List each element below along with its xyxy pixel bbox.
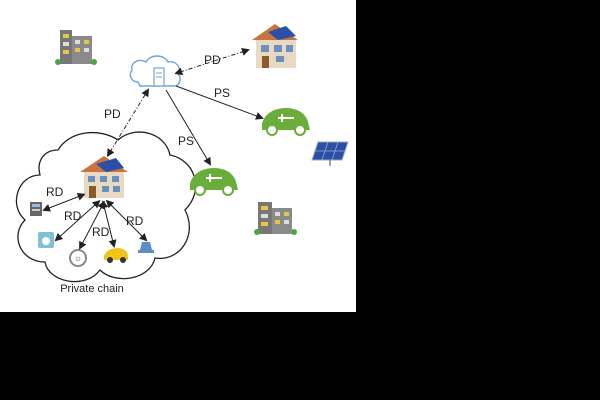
diagram-canvas: ⏻ PD PD PS PS RD RD RD RD Private chain [0, 0, 356, 312]
label-rd-washer: RD [64, 209, 82, 223]
label-rd-meter: RD [46, 185, 64, 199]
link-cloud-house-top [174, 48, 250, 76]
smart-meter-icon [30, 202, 42, 216]
cloud-server-icon [129, 55, 181, 87]
link-rd-timer [79, 200, 105, 250]
office-building-icon [55, 30, 97, 65]
link-cloud-ev-mid [165, 89, 212, 166]
office-building-bottom-icon [254, 202, 297, 235]
link-house-main-cloud [106, 88, 150, 158]
ev-car-mid-icon [190, 168, 238, 196]
label-ps-right: PS [214, 86, 230, 100]
link-cloud-ev-right [175, 85, 264, 120]
svg-text:⏻: ⏻ [76, 256, 81, 263]
network-diagram: ⏻ PD PD PS PS RD RD RD RD Private chain [15, 24, 349, 295]
timer-device-icon: ⏻ [69, 249, 87, 267]
lamp-icon [138, 242, 154, 253]
label-pd-top: PD [204, 53, 221, 67]
solar-house-main-icon [80, 156, 128, 198]
solar-house-top-icon [252, 24, 298, 68]
solar-panel-icon [311, 141, 349, 166]
car-icon [104, 248, 128, 263]
label-rd-timer: RD [92, 225, 110, 239]
label-rd-lamp: RD [126, 214, 144, 228]
caption-private-chain: Private chain [60, 283, 124, 295]
label-pd-main: PD [104, 107, 121, 121]
washer-icon [38, 232, 54, 248]
ev-car-right-icon [262, 108, 310, 136]
link-rd-lamp [105, 199, 148, 242]
label-ps-mid: PS [178, 134, 194, 148]
